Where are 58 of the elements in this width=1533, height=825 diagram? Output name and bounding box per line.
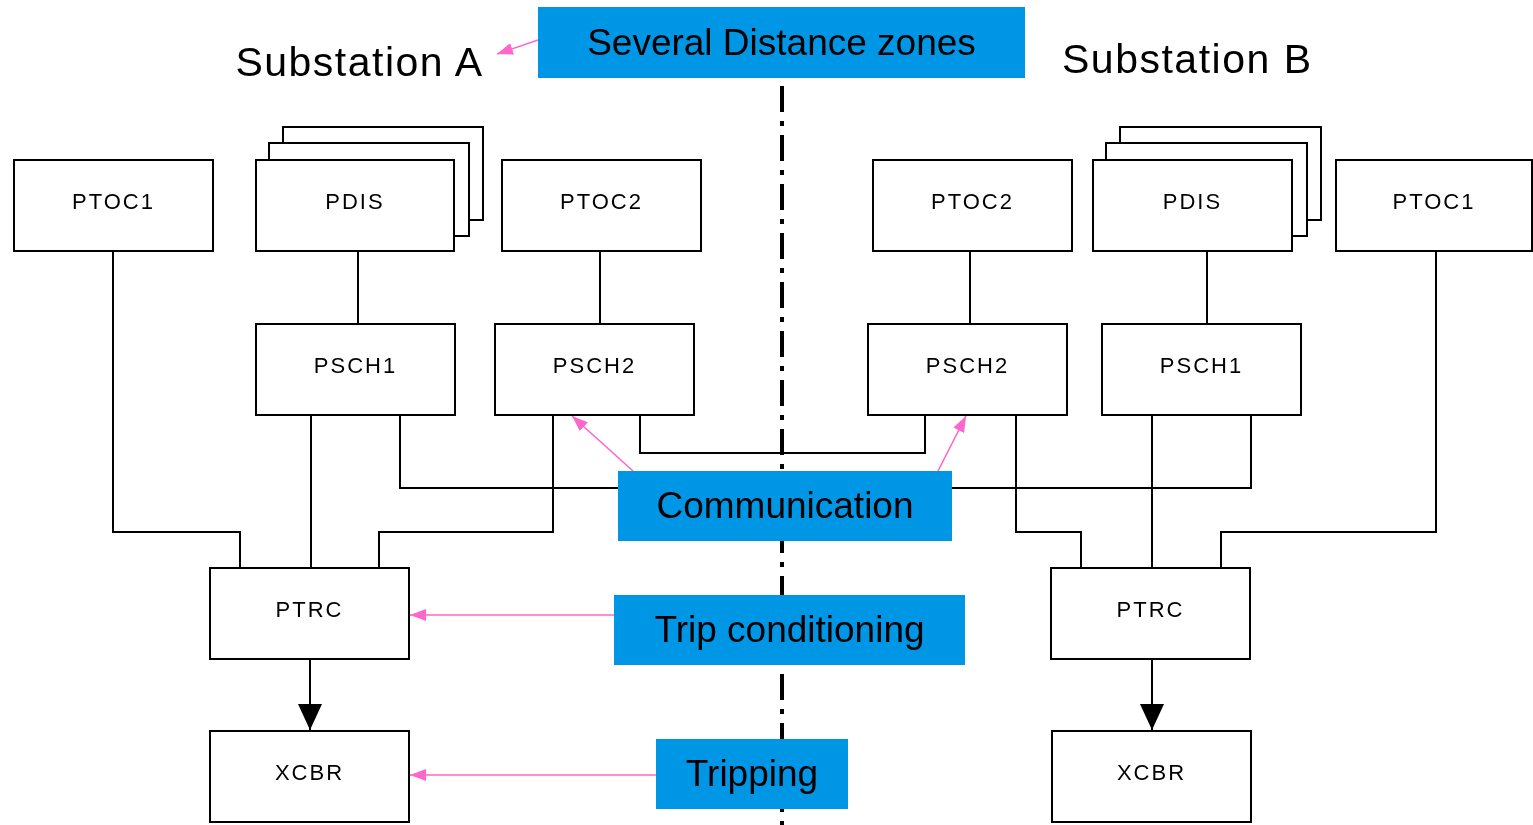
- callout-box: [538, 7, 1025, 78]
- connector-line: [310, 415, 312, 568]
- connector-line: [357, 251, 359, 324]
- function-label: PSCH2: [552, 352, 637, 379]
- function-box: [501, 159, 702, 252]
- function-box: [872, 159, 1073, 252]
- function-label: PTOC1: [1392, 188, 1476, 215]
- function-label: PTOC2: [560, 188, 643, 215]
- station-heading: Substation B: [1062, 36, 1313, 83]
- function-label: XCBR: [274, 759, 345, 786]
- function-box: [867, 323, 1068, 416]
- function-label: PTOC2: [931, 188, 1014, 215]
- function-label: PSCH1: [1159, 352, 1244, 379]
- function-box: [13, 159, 214, 252]
- connector-line: [1151, 415, 1153, 568]
- connector-line: [1206, 251, 1208, 324]
- function-box: [255, 159, 455, 252]
- callout-text: Communication: [656, 485, 914, 527]
- pointer-arrow: [571, 415, 634, 472]
- connector-line: [969, 251, 971, 324]
- function-box: [209, 730, 410, 823]
- pointer-arrow: [409, 609, 615, 621]
- arrow: [1140, 659, 1164, 731]
- function-label: XCBR: [1116, 759, 1187, 786]
- function-label: PSCH1: [313, 352, 398, 379]
- function-box: [1335, 159, 1533, 252]
- arrow: [298, 659, 322, 731]
- callout-text: Several Distance zones: [587, 21, 976, 64]
- callout-text: Trip conditioning: [654, 609, 925, 651]
- function-box: [209, 567, 410, 660]
- function-box: [1092, 159, 1293, 252]
- function-box: [255, 323, 456, 416]
- pointer-arrow: [496, 39, 539, 55]
- function-box: [494, 323, 695, 416]
- function-label: PSCH2: [925, 352, 1010, 379]
- function-box: [1101, 323, 1302, 416]
- connector-line: [399, 415, 619, 489]
- pointer-arrow: [937, 415, 967, 472]
- pointer-arrow: [409, 769, 657, 781]
- connector-line: [639, 415, 926, 454]
- function-label: PTRC: [275, 596, 344, 623]
- connector-line: [951, 415, 1252, 489]
- station-heading: Substation A: [222, 36, 497, 88]
- callout-text: Tripping: [685, 753, 819, 795]
- callout-box: [618, 471, 952, 541]
- function-box: [1050, 567, 1251, 660]
- callout-box: [614, 595, 965, 665]
- function-label: PTRC: [1116, 596, 1185, 623]
- connector-line: [378, 415, 554, 568]
- connector-line: [112, 251, 241, 568]
- function-box: [1051, 730, 1252, 823]
- connector-line: [1015, 415, 1082, 568]
- connector-line: [1220, 251, 1437, 568]
- connector-line: [599, 251, 601, 324]
- callout-box: [656, 739, 848, 809]
- function-label: PDIS: [1162, 188, 1223, 215]
- function-label: PTOC1: [72, 188, 155, 215]
- function-label: PDIS: [325, 188, 385, 215]
